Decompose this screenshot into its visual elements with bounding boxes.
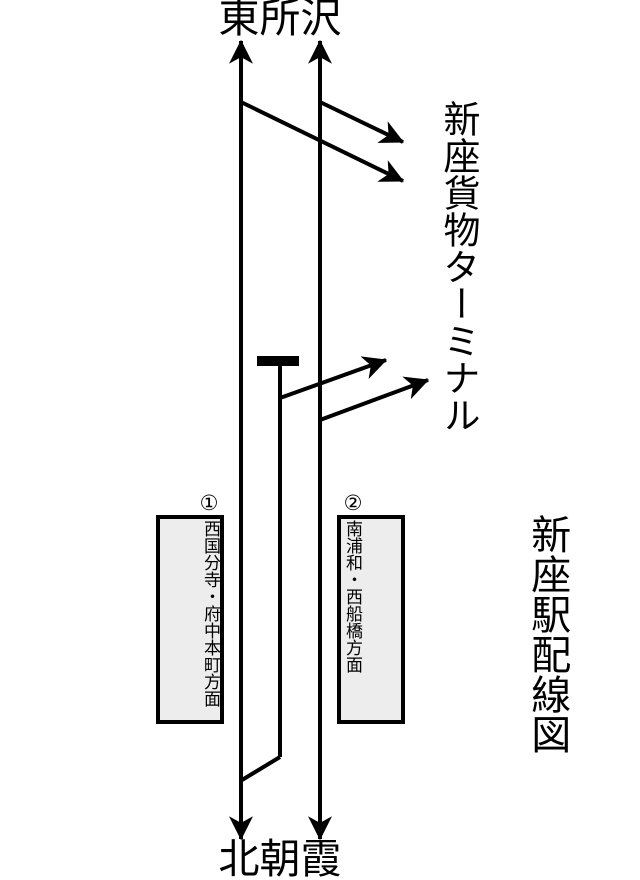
freight-branch-from-track-1: [240, 100, 405, 183]
freight-branch-from-track-2-lower: [319, 376, 430, 422]
top-station-label: 東所沢: [218, 0, 342, 41]
freight-branch-from-siding: [279, 356, 388, 400]
freight-branch-from-track-2: [319, 100, 405, 144]
bottom-station-label: 北朝霞: [218, 836, 342, 880]
diagram-title: 新座駅配線図: [525, 514, 570, 754]
platform-2-shape: [337, 515, 405, 724]
freight-terminal-label: 新座貨物ターミナル: [437, 100, 479, 433]
platform-2-number: ②: [343, 492, 363, 515]
siding-junction-line: [240, 755, 282, 782]
platform-1-number: ①: [199, 492, 219, 515]
platform-1-destination: 西国分寺・府中本町方面: [201, 520, 220, 707]
platform-1-shape: [156, 515, 224, 724]
platform-2-destination: 南浦和・西船橋方面: [343, 520, 362, 673]
